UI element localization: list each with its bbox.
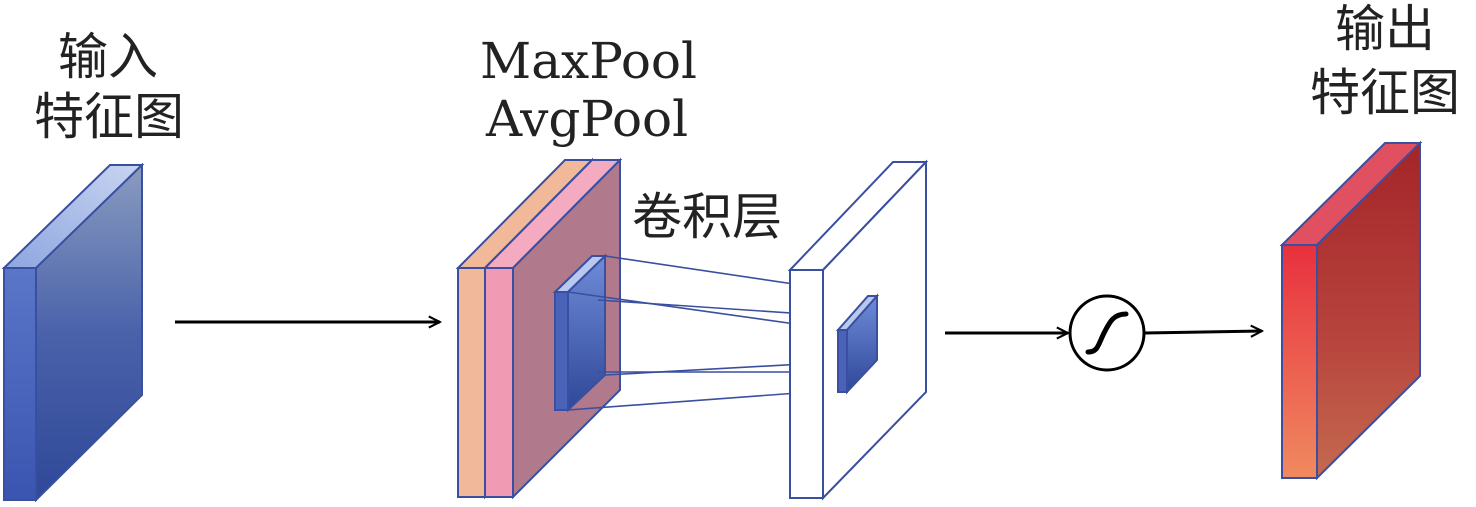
sigmoid-icon bbox=[1068, 294, 1146, 372]
output-block-front bbox=[1281, 244, 1318, 479]
conv-output-map bbox=[787, 159, 929, 501]
input-feature-map bbox=[1, 162, 145, 503]
maxpool-slab-front bbox=[457, 267, 486, 498]
avgpool-label: AvgPool bbox=[486, 90, 689, 148]
pool-feature-maps bbox=[455, 157, 623, 500]
conv-cell-front bbox=[837, 329, 848, 393]
output-label-line1: 输出 bbox=[1335, 0, 1435, 58]
input-label-line1: 输入 bbox=[58, 28, 158, 86]
input-block-side bbox=[35, 162, 143, 503]
maxpool-label: MaxPool bbox=[480, 32, 698, 90]
input-label-line2: 特征图 bbox=[34, 88, 184, 146]
input-block-front bbox=[3, 267, 37, 501]
output-feature-map bbox=[1279, 140, 1423, 481]
arrow-activation-to-output bbox=[1144, 331, 1262, 333]
avgpool-slab-front bbox=[484, 267, 514, 498]
output-label-line2: 特征图 bbox=[1310, 64, 1460, 122]
conv-layer-label: 卷积层 bbox=[632, 188, 782, 246]
output-block-side bbox=[1316, 140, 1421, 481]
conv-slab-front bbox=[789, 269, 824, 499]
kernel-box-front bbox=[554, 291, 569, 411]
